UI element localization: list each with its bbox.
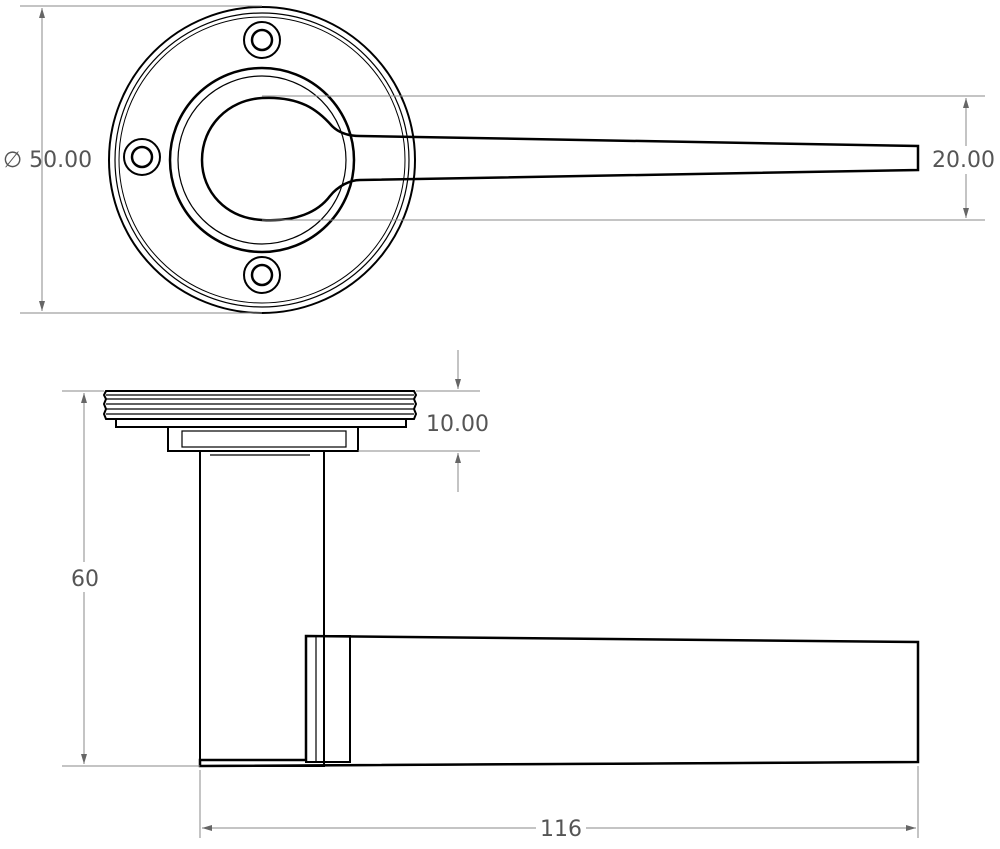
side-view-extension-lines (62, 390, 919, 838)
screw-hole-bottom (243, 256, 281, 294)
lever-side (198, 634, 920, 768)
lever-width-label: 20.00 (932, 148, 995, 173)
top-view-extension-lines (20, 5, 985, 314)
lever-top-outline (200, 96, 920, 222)
diameter-label: ∅ 50.00 (3, 148, 92, 173)
screw-hole-top (243, 21, 281, 59)
thickness-label: 10.00 (426, 412, 489, 437)
rose-plate (108, 6, 416, 314)
side-view: 60 10.00 116 (62, 350, 920, 842)
screw-hole-left (123, 138, 161, 176)
projection-label: 60 (71, 567, 99, 592)
top-view: ∅ 50.00 20.00 (3, 5, 1000, 314)
rose-side (102, 390, 418, 452)
length-label: 116 (540, 817, 582, 842)
